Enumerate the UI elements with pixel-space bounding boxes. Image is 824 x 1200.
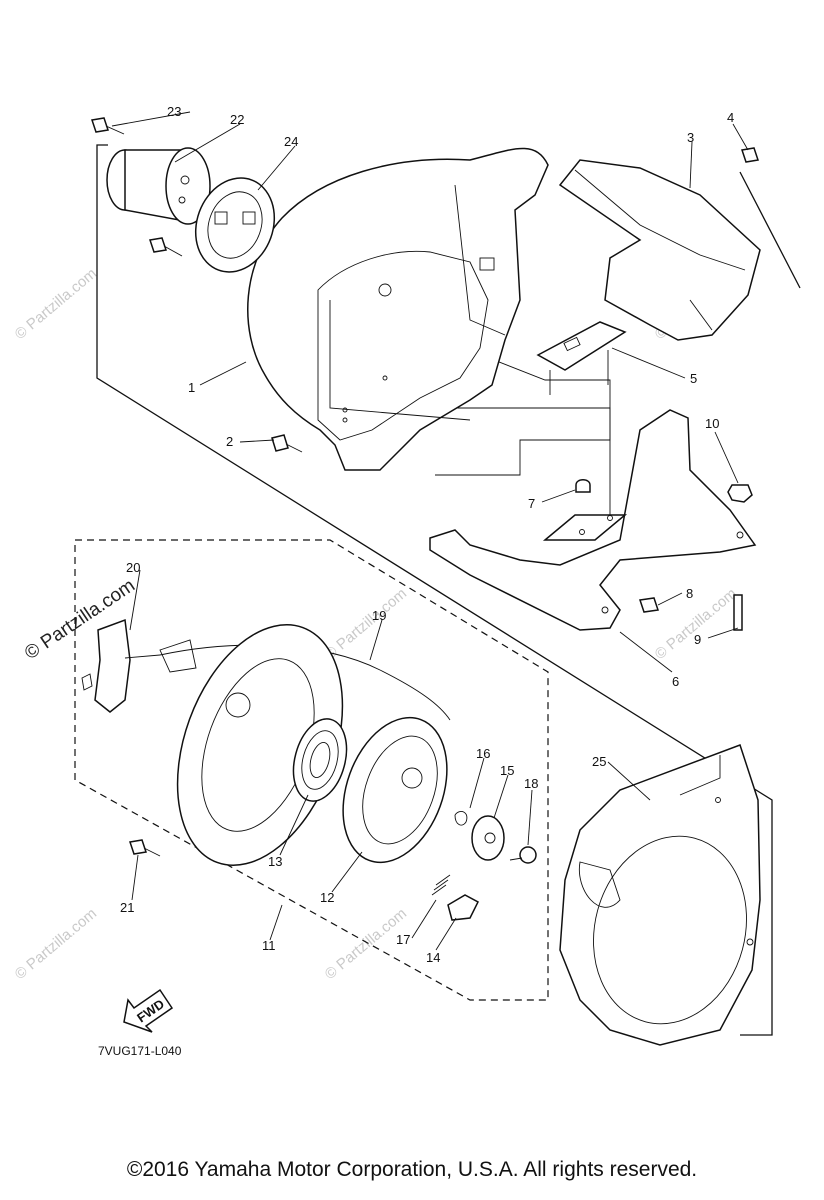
screw-18 bbox=[519, 846, 537, 864]
callout-9: 9 bbox=[694, 632, 701, 647]
callout-19: 19 bbox=[372, 608, 386, 623]
lower-cover-part bbox=[559, 744, 761, 1046]
callout-14: 14 bbox=[426, 950, 440, 965]
recoil-assembly-boundary bbox=[74, 539, 549, 1001]
bolt-21 bbox=[129, 839, 147, 855]
callout-17: 17 bbox=[396, 932, 410, 947]
callout-24: 24 bbox=[284, 134, 298, 149]
callout-7: 7 bbox=[528, 496, 535, 511]
callout-labels: 1 2 3 4 5 6 7 8 9 10 11 12 13 14 15 16 1… bbox=[120, 104, 734, 965]
callout-10: 10 bbox=[705, 416, 719, 431]
nut-8 bbox=[639, 597, 659, 613]
callout-6: 6 bbox=[672, 674, 679, 689]
callout-1: 1 bbox=[188, 380, 195, 395]
watermark-text: © Partzilla.com bbox=[12, 905, 100, 983]
gasket-part bbox=[194, 177, 276, 273]
callout-15: 15 bbox=[500, 763, 514, 778]
leader-lines bbox=[111, 111, 749, 951]
callout-5: 5 bbox=[690, 371, 697, 386]
spring-17 bbox=[431, 874, 451, 896]
callout-20: 20 bbox=[126, 560, 140, 575]
callout-13: 13 bbox=[268, 854, 282, 869]
copyright-notice: ©2016 Yamaha Motor Corporation, U.S.A. A… bbox=[126, 1158, 698, 1181]
plate-part bbox=[536, 321, 627, 395]
forward-direction-arrow: FWD bbox=[123, 988, 174, 1033]
bolt-2 bbox=[271, 434, 289, 452]
bolt-misc bbox=[149, 237, 167, 253]
small-parts bbox=[431, 811, 505, 921]
callout-12: 12 bbox=[320, 890, 334, 905]
watermark-text: © Partzilla.com bbox=[12, 265, 100, 343]
callout-25: 25 bbox=[592, 754, 606, 769]
nut-10 bbox=[727, 484, 753, 503]
callout-2: 2 bbox=[226, 434, 233, 449]
callout-11: 11 bbox=[262, 938, 276, 953]
callout-4: 4 bbox=[727, 110, 734, 125]
watermark-text: © Partzilla.com bbox=[652, 585, 740, 663]
circlip-16 bbox=[454, 811, 468, 826]
callout-16: 16 bbox=[476, 746, 490, 761]
bolt-4 bbox=[741, 147, 759, 163]
callout-23: 23 bbox=[167, 104, 181, 119]
diagram-code: 7VUG171-L040 bbox=[98, 1044, 182, 1058]
pulley-part bbox=[342, 716, 448, 864]
grommet-7 bbox=[575, 479, 591, 493]
bracket-part bbox=[429, 409, 757, 631]
fan-shroud-part bbox=[247, 147, 549, 471]
ratchet-14 bbox=[447, 894, 479, 921]
washer-15 bbox=[471, 815, 505, 861]
callout-22: 22 bbox=[230, 112, 244, 127]
upper-cover-part bbox=[558, 159, 761, 341]
watermark-text: © Partzilla.com bbox=[322, 585, 410, 663]
starter-rope-part bbox=[159, 644, 451, 721]
callout-18: 18 bbox=[524, 776, 538, 791]
callout-8: 8 bbox=[686, 586, 693, 601]
bolt-9 bbox=[733, 594, 743, 631]
callout-21: 21 bbox=[120, 900, 134, 915]
cylinder-housing-part bbox=[106, 147, 211, 225]
bolt-group bbox=[91, 117, 759, 864]
spiral-spring-part bbox=[292, 718, 348, 802]
callout-3: 3 bbox=[687, 130, 694, 145]
bolt-23 bbox=[91, 117, 109, 133]
starter-handle-part bbox=[81, 618, 161, 713]
